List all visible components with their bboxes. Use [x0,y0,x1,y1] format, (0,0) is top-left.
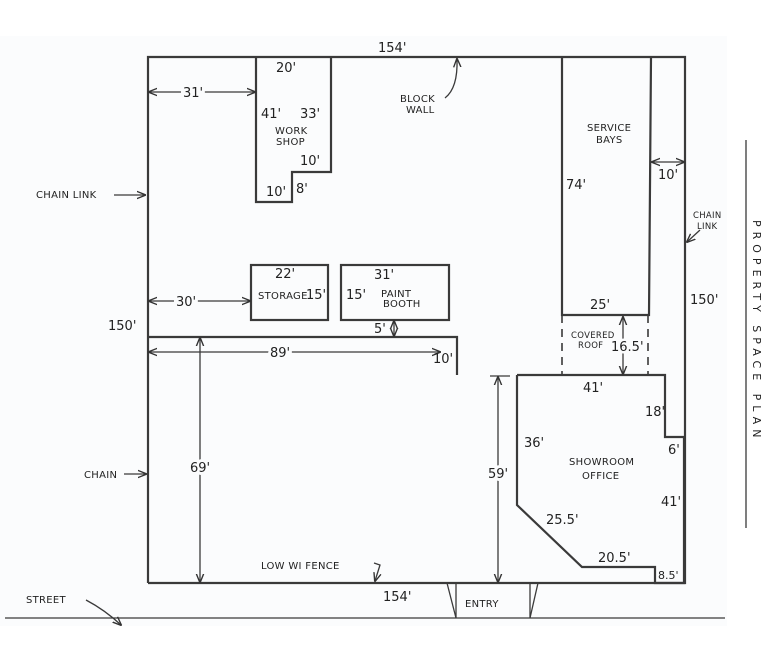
entry-label: ENTRY [465,599,499,610]
service-bays-label: BAYS [596,135,623,146]
chain-link-left-label: CHAIN LINK [36,190,97,201]
dim-wall-return: 10' [433,352,453,367]
showroom-notch-v: 18' [645,405,665,420]
chain-link-right-label: CHAIN [693,211,722,221]
dim-bottom-width: 154' [383,590,411,605]
dim-right-height: 150' [690,293,718,308]
showroom-diagonal: 25.5' [546,513,579,528]
page-title: PROPERTY SPACE PLAN [750,220,763,442]
storage-side: 15' [306,288,326,303]
showroom-label: OFFICE [582,471,619,482]
dim-storage-offset: 30' [176,295,196,310]
chain-left-lower-label: CHAIN [84,470,117,481]
dim-yard-height: 69' [190,461,210,476]
paint-booth-label: BOOTH [383,299,421,310]
paper-sheet [0,36,727,626]
service-bays-label: SERVICE [587,123,631,134]
showroom-top: 41' [583,381,603,396]
entry-gate [446,582,457,619]
block-wall-label: WALL [406,105,435,116]
paint-booth-label: PAINT [381,289,412,300]
dim-yard-width: 89' [270,346,290,361]
service-bays-side: 74' [566,178,586,193]
block-wall-leader [444,59,457,99]
street-leader [85,599,121,625]
dim-top-width: 154' [378,41,406,56]
workshop-step-h: 10' [300,154,320,169]
workshop-label: SHOP [276,137,305,148]
storage-top: 22' [275,267,295,282]
showroom-right: 41' [661,495,681,510]
showroom-left: 36' [524,436,544,451]
covered-roof-depth: 16.5' [611,340,644,355]
covered-roof-label: COVERED [571,331,615,341]
showroom-label: SHOWROOM [569,457,634,468]
dim-service-side-gap: 10' [658,168,678,183]
service-bays-outline [560,56,653,317]
storage-outline [249,263,330,322]
entry-gate [529,582,539,619]
workshop-label: WORK [275,126,308,137]
workshop-left: 41' [261,107,281,122]
workshop-top: 20' [276,61,296,76]
workshop-right: 33' [300,107,320,122]
dim-workshop-offset: 31' [183,86,203,101]
paint-booth-outline [339,263,451,322]
dim-showroom-depth: 59' [488,467,508,482]
fence-leader [374,562,380,581]
showroom-outline [515,373,686,585]
workshop-step-v: 8' [296,182,308,197]
storage-label: STORAGE [258,291,308,302]
showroom-corner: 8.5' [658,569,679,582]
interior-wall [148,335,459,375]
dim-left-height: 150' [108,319,136,334]
dim-paint-gap: 5' [374,322,386,337]
showroom-bottom: 20.5' [598,551,631,566]
property-line [146,55,687,585]
paint-booth-side: 15' [346,288,366,303]
block-wall-label: BLOCK [400,94,435,105]
street-label: STREET [26,595,67,606]
workshop-bottom: 10' [266,185,286,200]
showroom-notch-h: 6' [668,443,680,458]
chain-link-right-leader [687,229,701,242]
chain-link-right-label: LINK [697,222,718,232]
paint-booth-top: 31' [374,268,394,283]
low-fence-label: LOW WI FENCE [261,561,340,572]
covered-roof-label: ROOF [578,341,603,351]
workshop-outline [254,57,333,204]
service-bays-bottom: 25' [590,298,610,313]
